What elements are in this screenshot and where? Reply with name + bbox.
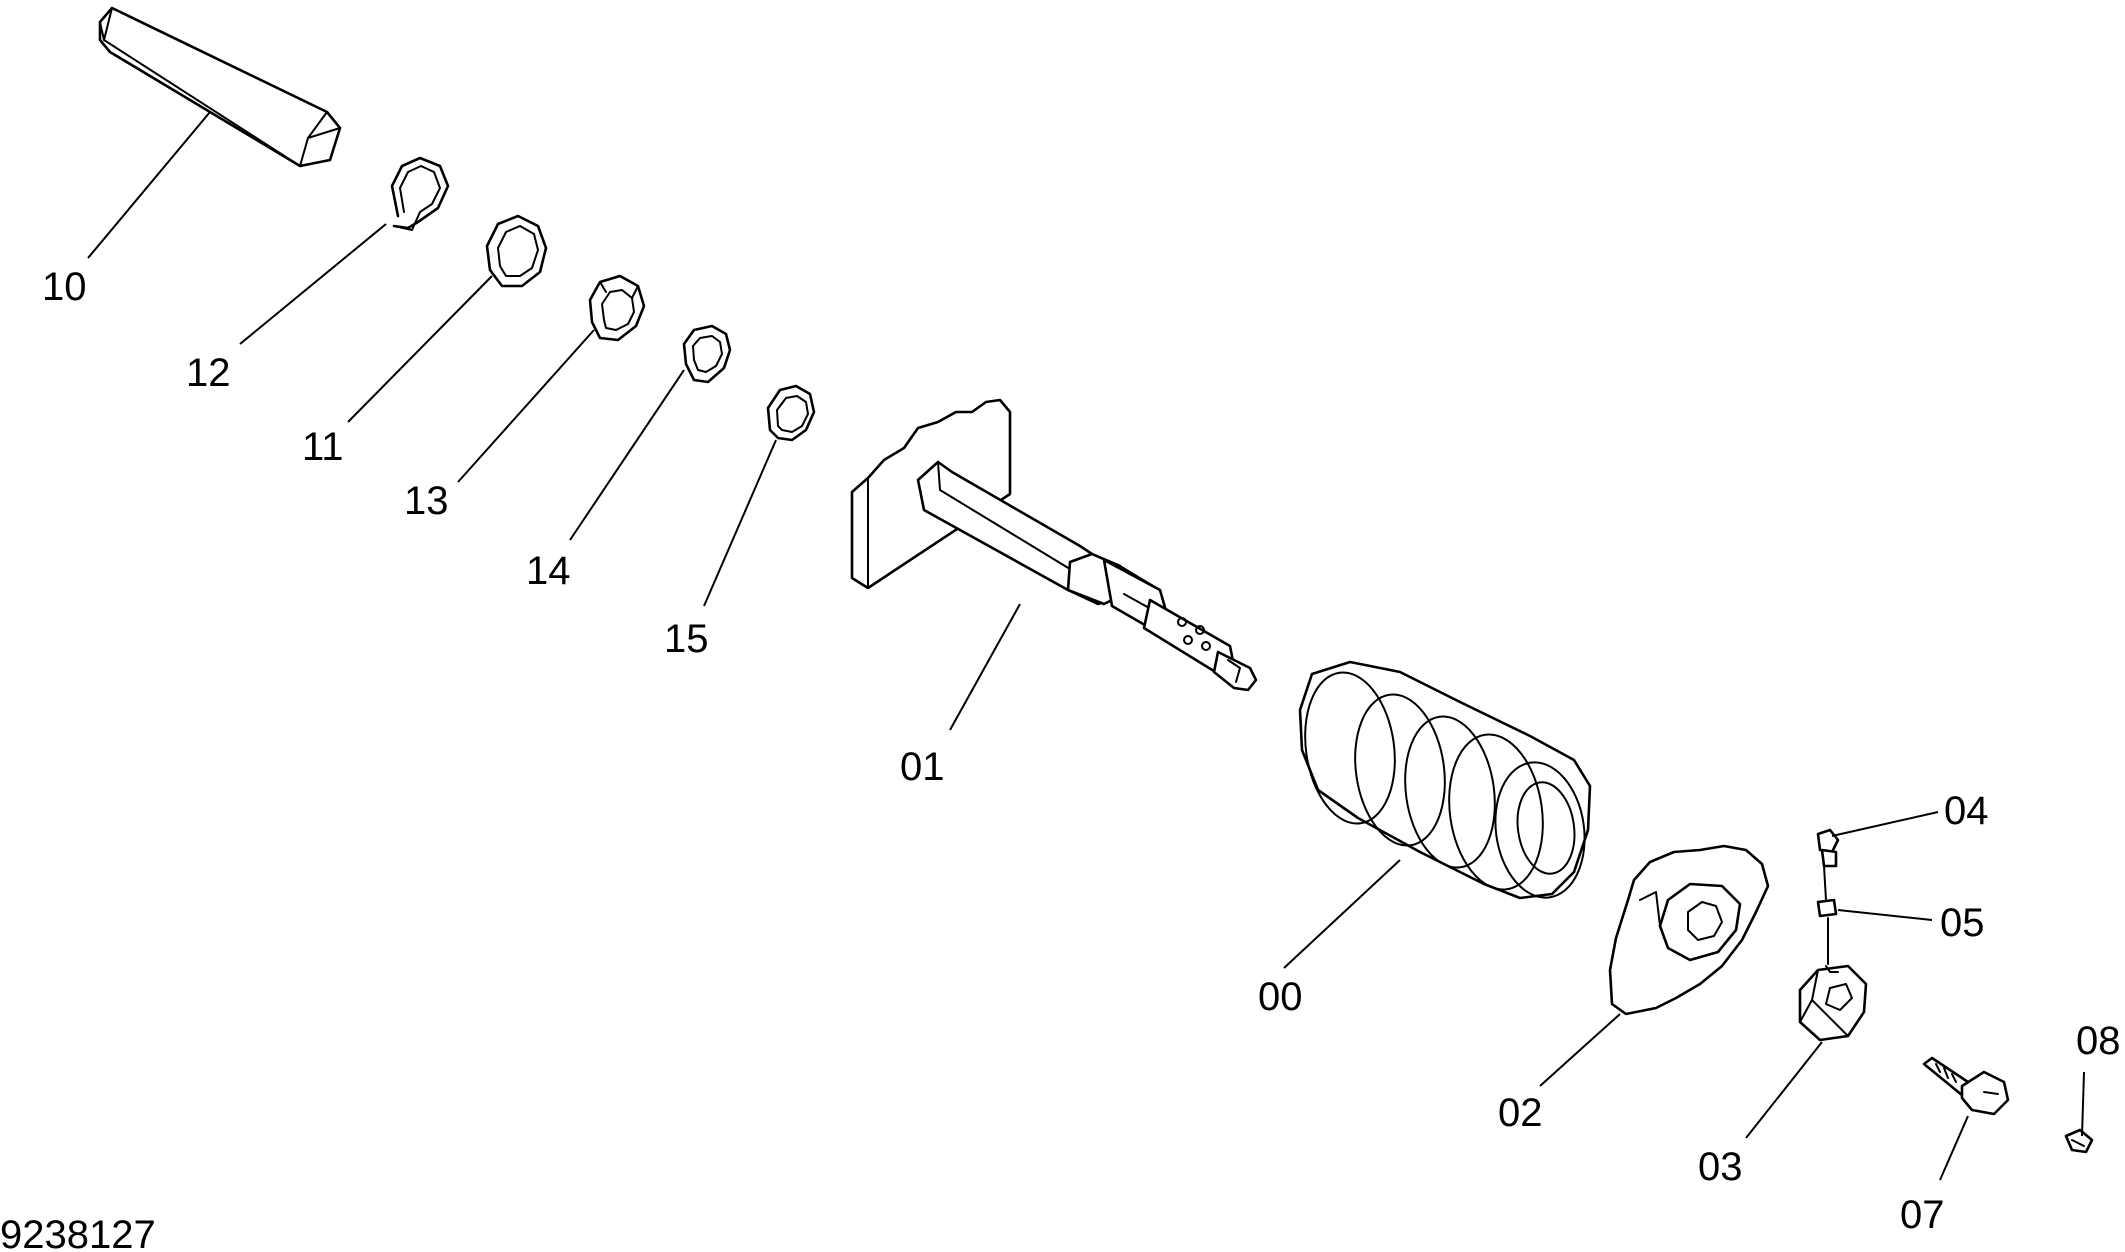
part-08-plug[interactable] — [2064, 1128, 2094, 1154]
callout-12: 12 — [186, 351, 231, 395]
callout-10: 10 — [42, 265, 87, 309]
part-01-idler-shaft[interactable] — [850, 398, 1258, 692]
part-14-ring[interactable] — [682, 324, 732, 384]
part-11-octagonal-ring[interactable] — [485, 214, 548, 288]
callout-03: 03 — [1698, 1145, 1743, 1189]
callout-01: 01 — [900, 745, 945, 789]
callout-08: 08 — [2076, 1019, 2121, 1063]
callout-14: 14 — [526, 549, 571, 593]
leader-lines — [87, 111, 2085, 1181]
callout-04: 04 — [1944, 789, 1989, 833]
part-04-grease-fitting[interactable] — [1816, 828, 1840, 901]
callout-07: 07 — [1900, 1193, 1945, 1237]
part-13-octagonal-nut[interactable] — [588, 274, 646, 342]
callout-13: 13 — [404, 479, 449, 523]
callout-11: 11 — [302, 425, 344, 469]
part-12-snap-ring[interactable] — [390, 156, 450, 231]
part-03-valve-body[interactable] — [1798, 964, 1868, 1042]
part-02-bracket[interactable] — [1608, 844, 1770, 1016]
part-15-ring[interactable] — [766, 384, 816, 442]
part-10-hex-pin[interactable] — [98, 6, 342, 168]
callout-00: 00 — [1258, 975, 1303, 1019]
callout-15: 15 — [664, 617, 709, 661]
drawing-number: 9238127 — [0, 1213, 156, 1252]
callout-02: 02 — [1498, 1091, 1543, 1135]
callout-05: 05 — [1940, 901, 1985, 945]
part-05-small-part[interactable] — [1816, 898, 1838, 965]
part-07-check-valve[interactable] — [1922, 1056, 2010, 1116]
part-00-recoil-spring[interactable] — [1296, 660, 1593, 903]
